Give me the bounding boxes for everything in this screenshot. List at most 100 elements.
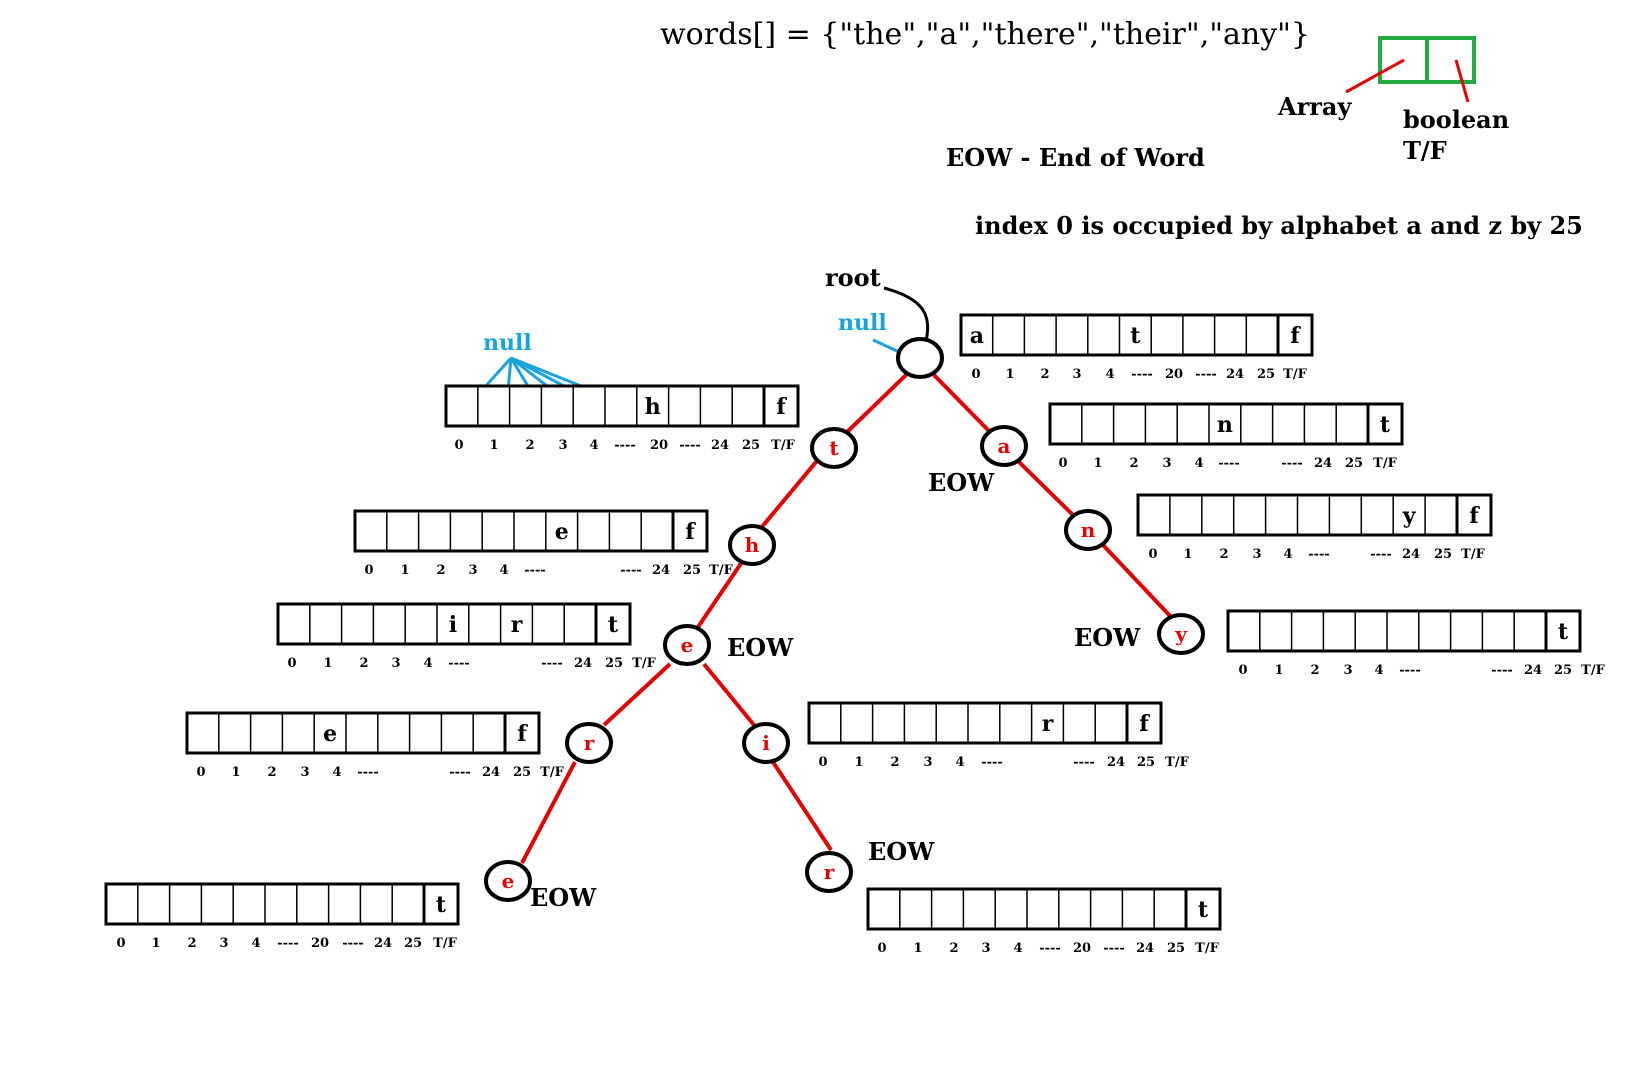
legend-array-label: Array: [1277, 92, 1352, 121]
trie-nodes: t a h n e y r i: [484, 337, 1205, 902]
array-frame: [444, 384, 800, 428]
array-index-label: 20: [1165, 367, 1183, 382]
node-r1-letter: r: [584, 731, 595, 755]
array-index-label: 0: [454, 438, 463, 453]
array-index-label: 0: [1058, 456, 1067, 471]
array-index-label: 0: [818, 755, 827, 770]
index-note: index 0 is occupied by alphabet a and z …: [975, 211, 1583, 240]
array-index-label: 24: [711, 438, 729, 453]
array-frame: [959, 313, 1314, 357]
array-index-label: T/F: [709, 563, 733, 578]
array-index-label: 24: [1136, 941, 1154, 956]
array-index-label: 4: [332, 765, 341, 780]
array-index-label: 2: [1040, 367, 1049, 382]
array-index-label: 25: [742, 438, 760, 453]
array-eow-flag: t: [436, 892, 447, 918]
array-eow-flag: f: [685, 519, 696, 545]
array-index-label: ----: [614, 438, 636, 453]
array-index-label: 3: [1072, 367, 1081, 382]
edge-e-r: [602, 662, 672, 727]
eow-legend: EOW - End of Word: [946, 143, 1205, 172]
array-index-label: ----: [620, 563, 642, 578]
array-index-label: 1: [854, 755, 863, 770]
legend-boolean-pointer: [1454, 59, 1470, 103]
eow-label-e1: EOW: [727, 633, 794, 662]
array-index-label: T/F: [540, 765, 564, 780]
array-index-label: 24: [1226, 367, 1244, 382]
array-index-label: 0: [287, 656, 296, 671]
array-index-label: 3: [219, 936, 228, 951]
array-index-label: 25: [1137, 755, 1155, 770]
edge-e-i: [702, 662, 756, 727]
array-eow-flag: t: [1558, 619, 1569, 645]
legend-tf-label: T/F: [1403, 136, 1447, 165]
array-index-label: T/F: [771, 438, 795, 453]
eow-label-a: EOW: [928, 468, 995, 497]
array-index-label: 4: [423, 656, 432, 671]
array-index-label: 1: [400, 563, 409, 578]
node-n: n: [1064, 509, 1112, 551]
array-index-label: T/F: [1581, 663, 1605, 678]
array-index-label: 25: [1434, 547, 1452, 562]
array-cell-value: y: [1402, 503, 1417, 529]
edge-i-r: [771, 760, 833, 852]
array-index-label: 0: [364, 563, 373, 578]
array-index-label: 2: [525, 438, 534, 453]
array-index-label: 4: [1105, 367, 1114, 382]
array-index-label: 24: [374, 936, 392, 951]
trie-edges: [520, 373, 1174, 864]
array-index-label: 2: [267, 765, 276, 780]
edge-t-h: [759, 460, 818, 530]
array-index-label: ----: [357, 765, 379, 780]
array-frame: [185, 711, 541, 755]
array-cell-value: i: [449, 612, 457, 638]
array-index-label: 0: [877, 941, 886, 956]
array-index-label: 3: [1252, 547, 1261, 562]
edge-h-e: [696, 560, 744, 629]
array-index-label: ----: [277, 936, 299, 951]
array-eow-flag: f: [1290, 323, 1301, 349]
array-index-label: 0: [1148, 547, 1157, 562]
eow-label-r2: EOW: [868, 837, 935, 866]
null-label-array: null: [483, 330, 532, 356]
array-index-label: 24: [1107, 755, 1125, 770]
array-index-label: ----: [1491, 663, 1513, 678]
array-index-label: 0: [971, 367, 980, 382]
array-index-label: 25: [1554, 663, 1572, 678]
array-index-label: ----: [1131, 367, 1153, 382]
array-index-label: 3: [923, 755, 932, 770]
array-index-label: 1: [1093, 456, 1102, 471]
array-index-label: 1: [1183, 547, 1192, 562]
array-index-label: 24: [652, 563, 670, 578]
array-index-label: 25: [513, 765, 531, 780]
array-index-label: 25: [683, 563, 701, 578]
array-index-label: ----: [1399, 663, 1421, 678]
array-cell-value: n: [1217, 412, 1233, 438]
array-index-label: 25: [1257, 367, 1275, 382]
node-r2-letter: r: [824, 860, 835, 884]
edge-n-y: [1101, 543, 1174, 620]
node-t-letter: t: [829, 436, 839, 460]
array-index-label: ----: [449, 765, 471, 780]
array-index-label: 24: [574, 656, 592, 671]
array-index-label: 24: [1402, 547, 1420, 562]
array-index-label: 4: [955, 755, 964, 770]
array-index-label: ----: [1218, 456, 1240, 471]
array-cell-value: e: [323, 721, 337, 747]
legend-boolean-label: boolean: [1403, 105, 1509, 134]
node-e1: e: [663, 624, 711, 666]
node-e1-letter: e: [681, 633, 694, 657]
node-e2: e: [484, 860, 532, 902]
array-index-label: 3: [558, 438, 567, 453]
array-index-label: 2: [436, 563, 445, 578]
array-index-label: 24: [1314, 456, 1332, 471]
array-frame: [104, 882, 460, 926]
array-eow-flag: t: [1380, 412, 1391, 438]
